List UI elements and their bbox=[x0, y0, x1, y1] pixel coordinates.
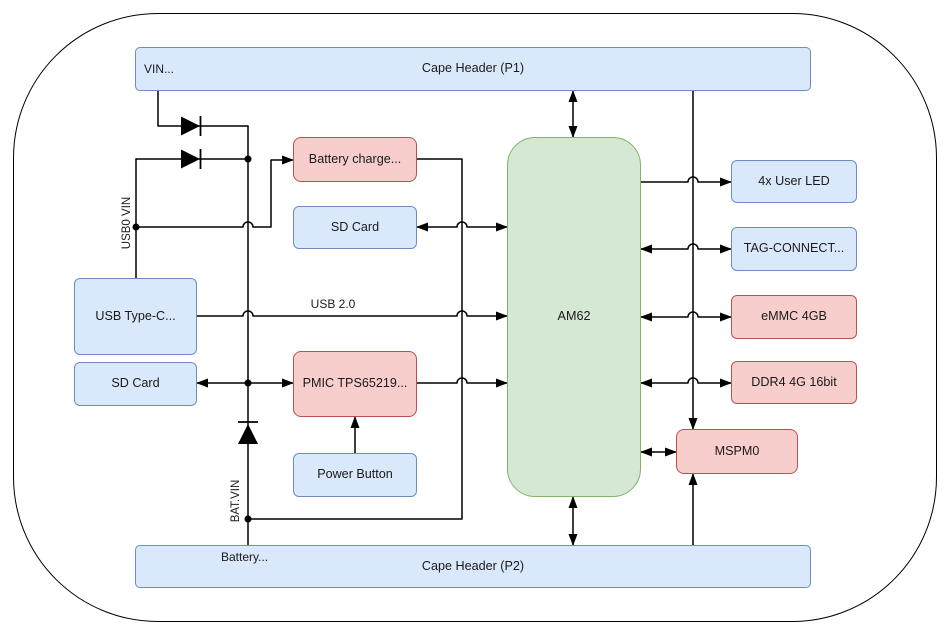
junction-dot bbox=[244, 155, 252, 163]
block-am62: AM62 bbox=[507, 137, 641, 497]
block-battery-charger: Battery charge... bbox=[293, 137, 417, 182]
wire-am62-emmc bbox=[640, 311, 732, 322]
block-usb-type-c: USB Type-C... bbox=[74, 278, 197, 355]
wire-vin-to-rail bbox=[157, 90, 249, 127]
block-label: SD Card bbox=[111, 376, 160, 391]
block-label: Power Button bbox=[317, 467, 393, 482]
block-label: MSPM0 bbox=[714, 443, 760, 458]
block-label: AM62 bbox=[557, 309, 591, 324]
block-ddr4: DDR4 4G 16bit bbox=[731, 361, 857, 404]
diode-icon bbox=[181, 116, 202, 136]
junction-dot bbox=[244, 379, 252, 387]
pin-label-vin: VIN... bbox=[144, 62, 175, 76]
block-cape-header-p2: Cape Header (P2) bbox=[135, 545, 811, 588]
block-power-button: Power Button bbox=[293, 453, 417, 497]
wire-am62-ddr4 bbox=[640, 377, 732, 388]
pin-label-battery: Battery... bbox=[221, 550, 269, 564]
block-label: Cape Header (P1) bbox=[421, 61, 525, 76]
wire-usb0vin-to-charger bbox=[135, 155, 294, 228]
block-label: Battery charge... bbox=[308, 151, 402, 166]
junction-dot bbox=[244, 515, 252, 523]
block-sd-card-top: SD Card bbox=[293, 206, 417, 249]
diode-icon bbox=[238, 421, 258, 444]
net-label-bat-vin: BAT.VIN bbox=[230, 479, 242, 523]
block-emmc: eMMC 4GB bbox=[731, 295, 857, 339]
block-user-led: 4x User LED bbox=[731, 160, 857, 203]
diode-icon bbox=[181, 149, 202, 169]
block-label: DDR4 4G 16bit bbox=[751, 374, 837, 389]
block-pmic: PMIC TPS65219... bbox=[293, 351, 417, 417]
block-label: USB Type-C... bbox=[95, 308, 176, 323]
block-mspm0: MSPM0 bbox=[676, 429, 798, 474]
wire-charger-to-batvin bbox=[247, 158, 463, 520]
wire-am62-led bbox=[640, 176, 732, 187]
block-sd-card-left: SD Card bbox=[74, 362, 197, 406]
wire-usb2 bbox=[196, 310, 508, 321]
junction-dot bbox=[132, 223, 140, 231]
wire-am62-sdcard bbox=[416, 221, 508, 232]
block-label: Cape Header (P2) bbox=[421, 558, 525, 573]
block-label: PMIC TPS65219... bbox=[302, 376, 408, 391]
block-label: 4x User LED bbox=[758, 173, 830, 188]
block-label: eMMC 4GB bbox=[761, 309, 827, 324]
block-label: SD Card bbox=[330, 219, 380, 234]
board-outline bbox=[13, 13, 937, 622]
block-tag-connect: TAG-CONNECT... bbox=[731, 227, 857, 271]
wire-am62-tagconnect bbox=[640, 243, 732, 254]
net-label-usb2: USB 2.0 bbox=[310, 297, 356, 311]
block-label: TAG-CONNECT... bbox=[743, 241, 845, 256]
block-cape-header-p1: Cape Header (P1) bbox=[135, 47, 811, 91]
net-label-usb0-vin: USB0 VIN bbox=[121, 196, 133, 250]
wire-pmic-am62 bbox=[416, 377, 508, 388]
